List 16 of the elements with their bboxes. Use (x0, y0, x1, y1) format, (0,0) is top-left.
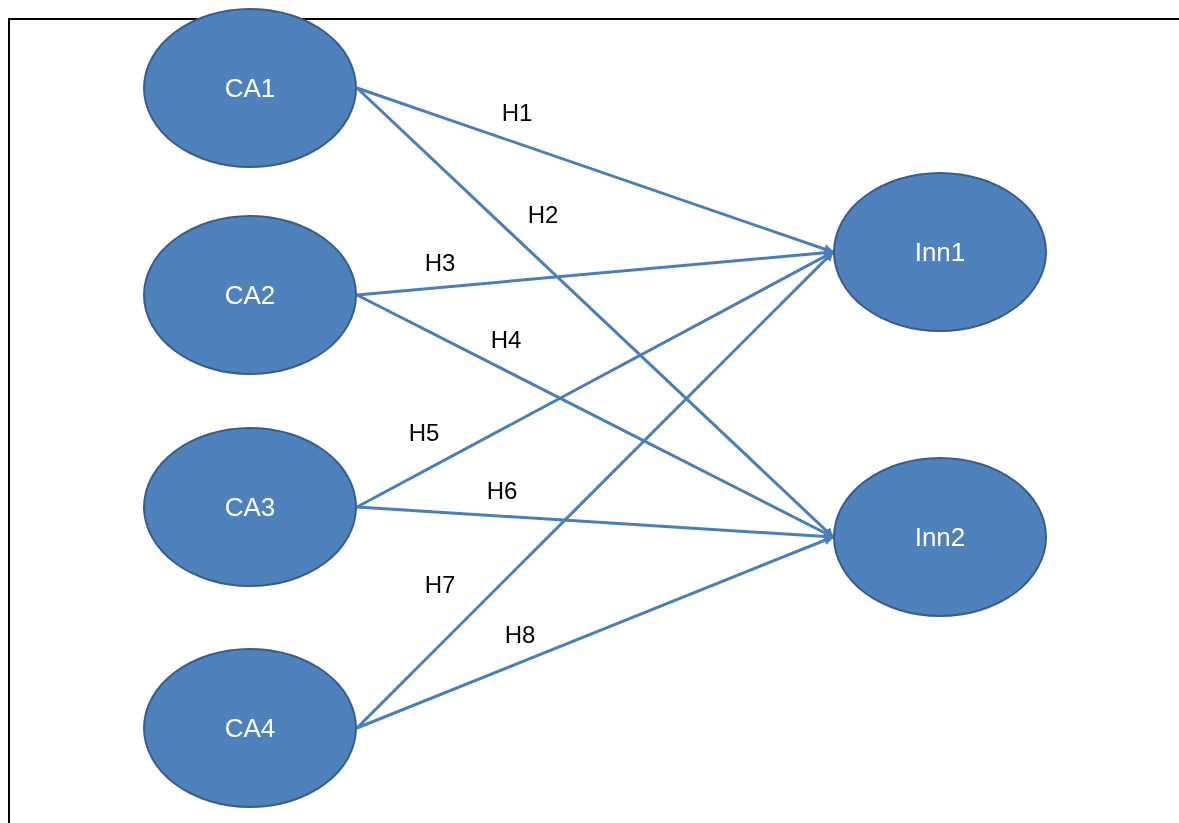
node-label: CA2 (224, 278, 276, 312)
node-label: Inn2 (914, 520, 966, 554)
edge-label: H6 (486, 479, 518, 503)
node-label: CA3 (224, 490, 276, 524)
node-label: CA1 (224, 71, 276, 105)
edge-label: H8 (504, 623, 536, 647)
arrow (356, 535, 834, 730)
node-label: Inn1 (914, 235, 966, 269)
edge-label: H3 (424, 251, 456, 275)
edge-label: H2 (527, 203, 559, 227)
node-label: CA4 (224, 711, 276, 745)
arrow (356, 86, 834, 254)
edge-label: H1 (501, 101, 533, 125)
edge-label: H5 (408, 421, 440, 445)
edge-label: H4 (490, 328, 522, 352)
edge-label: H7 (424, 573, 456, 597)
